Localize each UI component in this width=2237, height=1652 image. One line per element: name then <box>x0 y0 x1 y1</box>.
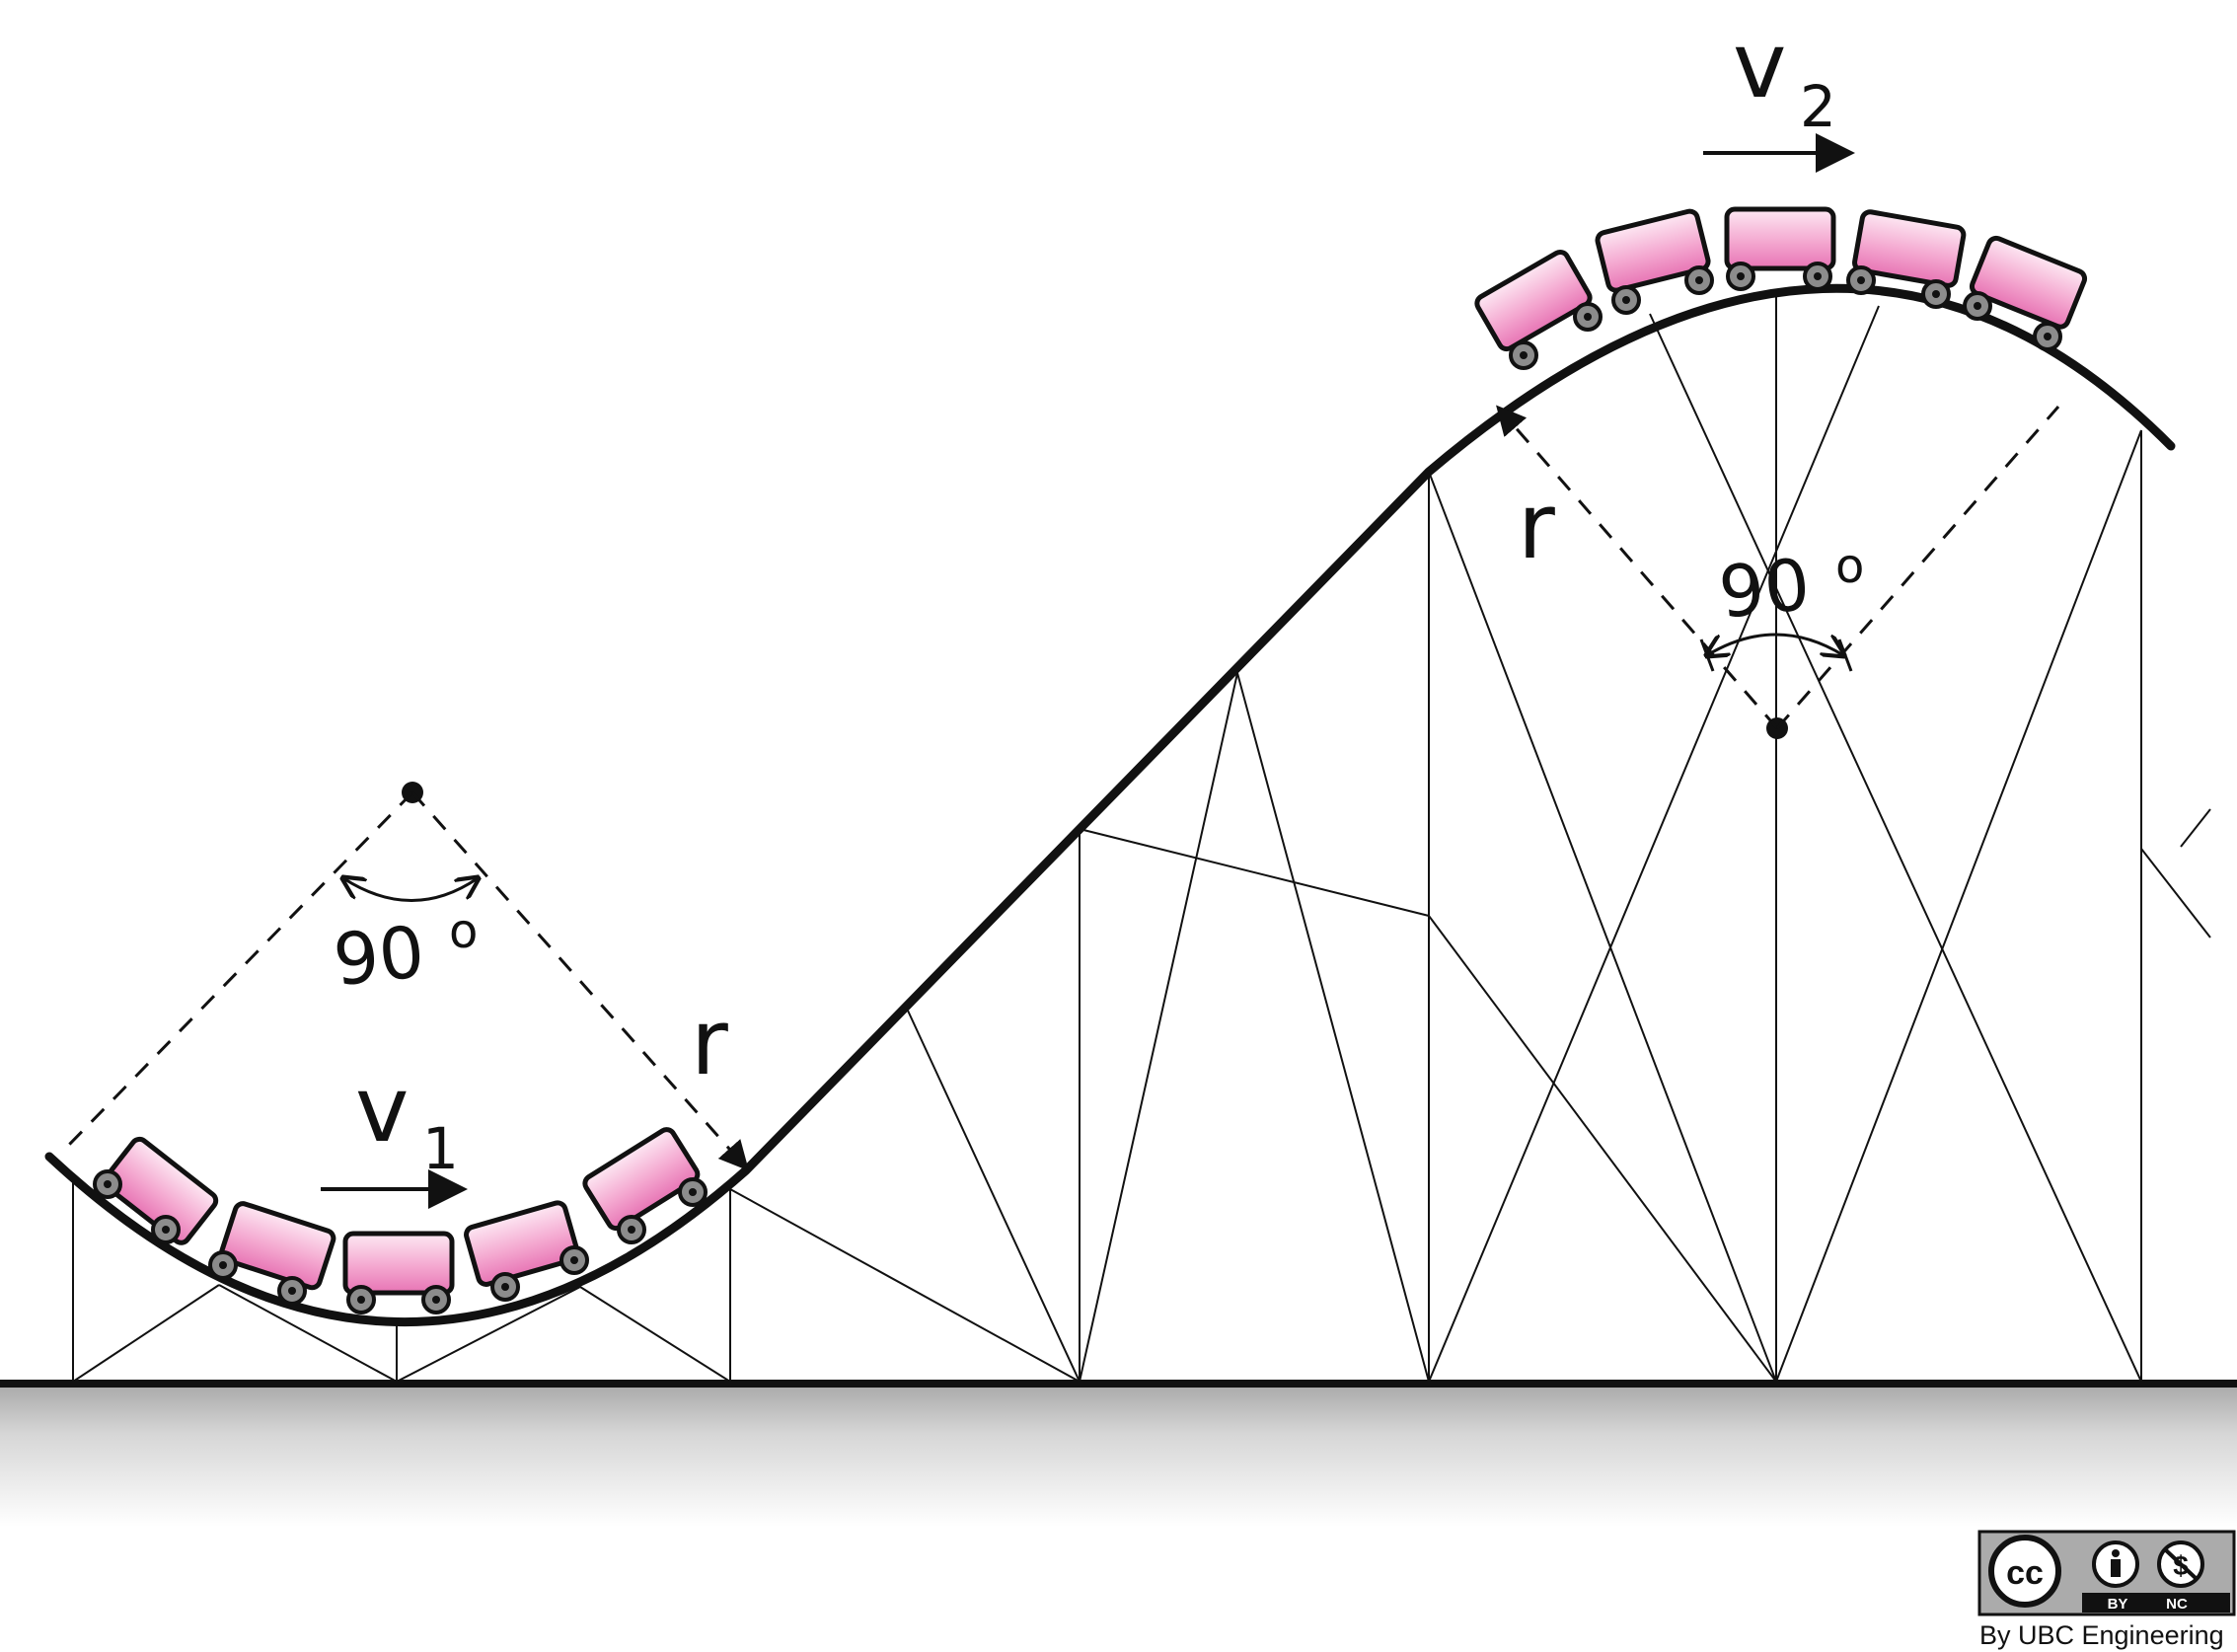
car <box>582 1127 701 1232</box>
car <box>1969 235 2088 330</box>
v2-label: v <box>1733 13 1786 118</box>
cc-icon: cc <box>1988 1535 2061 1608</box>
top-curve-geometry <box>1496 405 2060 739</box>
bottom-radius-right <box>410 791 749 1171</box>
car <box>464 1200 580 1287</box>
ground-shadow <box>0 1384 2237 1527</box>
noncommercial-icon: $ <box>2157 1540 2204 1588</box>
valley-train <box>102 1127 701 1296</box>
car <box>1595 208 1711 293</box>
bottom-angle-arc <box>343 878 478 902</box>
angle-unit-bottom: o <box>449 904 478 959</box>
crest-wheels <box>1509 262 2062 370</box>
v1-subscript: 1 <box>422 1115 459 1182</box>
svg-text:cc: cc <box>2006 1554 2044 1592</box>
license-badge: cc $ BY NC <box>1977 1530 2236 1616</box>
crest-train <box>1474 206 2088 352</box>
bottom-curve-geometry <box>67 782 749 1171</box>
license-nc-text: NC <box>2166 1596 2188 1613</box>
angle-label-top: 90 <box>1715 543 1814 635</box>
top-angle-arc <box>1707 633 1843 655</box>
by-attribution-icon <box>2092 1540 2139 1588</box>
support-structure <box>72 296 2211 1383</box>
top-radius-left <box>1496 405 1779 729</box>
v2-subscript: 2 <box>1800 73 1836 140</box>
r-label-bottom: r <box>691 990 728 1095</box>
coaster-track <box>44 283 2176 1326</box>
top-radius-right <box>1775 406 2060 729</box>
r-label-top: r <box>1518 474 1555 579</box>
angle-label-bottom: 90 <box>330 910 428 1002</box>
car <box>1724 206 1836 271</box>
car <box>219 1201 336 1291</box>
car <box>342 1231 455 1296</box>
license-by-text: BY <box>2108 1596 2128 1613</box>
car <box>1852 209 1967 288</box>
valley-wheels <box>93 1169 708 1314</box>
angle-unit-top: o <box>1835 539 1864 594</box>
car <box>102 1136 219 1245</box>
credit-text: By UBC Engineering <box>1979 1620 2224 1650</box>
car <box>1474 249 1593 352</box>
v1-label: v <box>355 1057 409 1163</box>
